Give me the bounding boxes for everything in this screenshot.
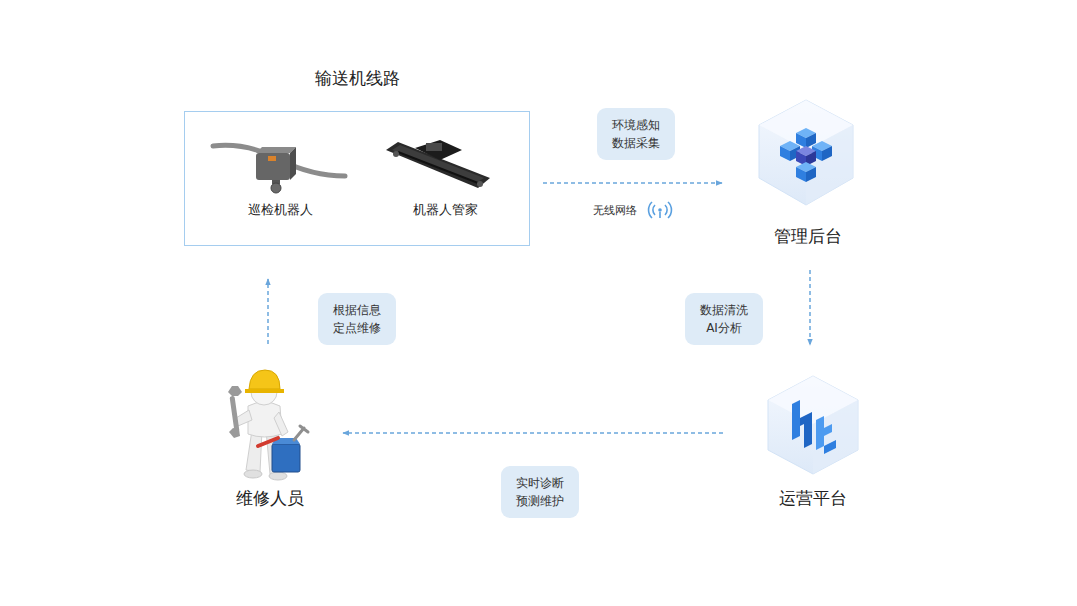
dashed-arrow (267, 279, 269, 344)
edge-label-pill: 根据信息 定点维修 (318, 293, 396, 345)
dashed-arrow (543, 182, 722, 184)
wifi-icon (649, 202, 672, 218)
maintenance-worker (228, 370, 308, 480)
node-label: 运营平台 (765, 487, 861, 509)
edge-label-pill: 数据清洗 AI分析 (685, 293, 763, 345)
group-title: 输送机线路 (185, 67, 529, 89)
backend-node: 管理后台 (755, 98, 861, 250)
node-label: 维修人员 (215, 487, 325, 509)
robot-butler (386, 140, 490, 188)
worker-node: 维修人员 (215, 362, 325, 512)
node-label: 管理后台 (755, 225, 861, 247)
conveyor-line-box: 输送机线路巡检机器人机器人管家 (184, 111, 530, 246)
platform-cube-icon (768, 376, 858, 474)
network-label: 无线网络 (593, 203, 637, 218)
node-label: 巡检机器人 (210, 201, 350, 219)
edge-label-pill: 实时诊断 预测维护 (501, 466, 579, 518)
backend-cube-icon (759, 100, 853, 205)
robot-butler-node: 机器人管家 (380, 137, 510, 222)
edge-label-pill: 环境感知 数据采集 (597, 108, 675, 160)
node-label: 机器人管家 (380, 201, 510, 219)
dashed-arrow (343, 432, 723, 434)
dashed-arrow (809, 270, 811, 345)
inspection-robot-node: 巡检机器人 (210, 137, 350, 222)
platform-node: 运营平台 (765, 372, 861, 512)
inspection-robot (213, 145, 345, 193)
